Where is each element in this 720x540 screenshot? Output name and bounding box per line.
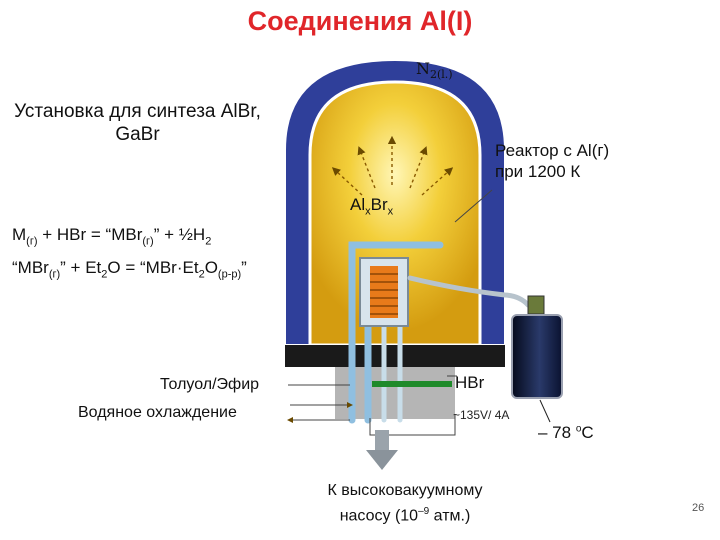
equation-1: M(г) + HBr = “MBr(г)” + ½H2 [12, 225, 212, 248]
n2-label: N2(l.) [416, 59, 453, 82]
vacuum-pump-label: К высоковакуумному насосу (10–9 атм.) [327, 482, 483, 525]
toluene-ether-label: Толуол/Эфир [160, 376, 260, 393]
leader-lines [287, 189, 493, 436]
species-label: AlxBrx [350, 195, 394, 218]
water-cooling-label: Водяное охлаждение [78, 404, 237, 421]
vapor-arrows [331, 135, 454, 196]
reactor-label: Реактор с Al(г) при 1200 К [495, 141, 610, 181]
base-plate [285, 345, 505, 367]
equation-2: “MBr(г)” + Et2O = “MBr·Et2O(р-р)” [12, 258, 247, 281]
page-title: Соединения Al(I) [247, 6, 473, 36]
slide-number: 26 [692, 502, 705, 514]
hbr-label: HBr [455, 373, 485, 392]
pump-arrow-icon [366, 430, 398, 470]
reactor-crucible [359, 257, 409, 327]
hbr-line [372, 275, 531, 387]
dewar-vessel [284, 58, 506, 347]
setup-description: Установка для синтеза AlBr, GaBr [14, 101, 261, 145]
temperature-label: – 78 оС [538, 423, 594, 442]
cold-trap [511, 295, 563, 423]
voltage-label: ~135V/ 4A [453, 408, 510, 422]
